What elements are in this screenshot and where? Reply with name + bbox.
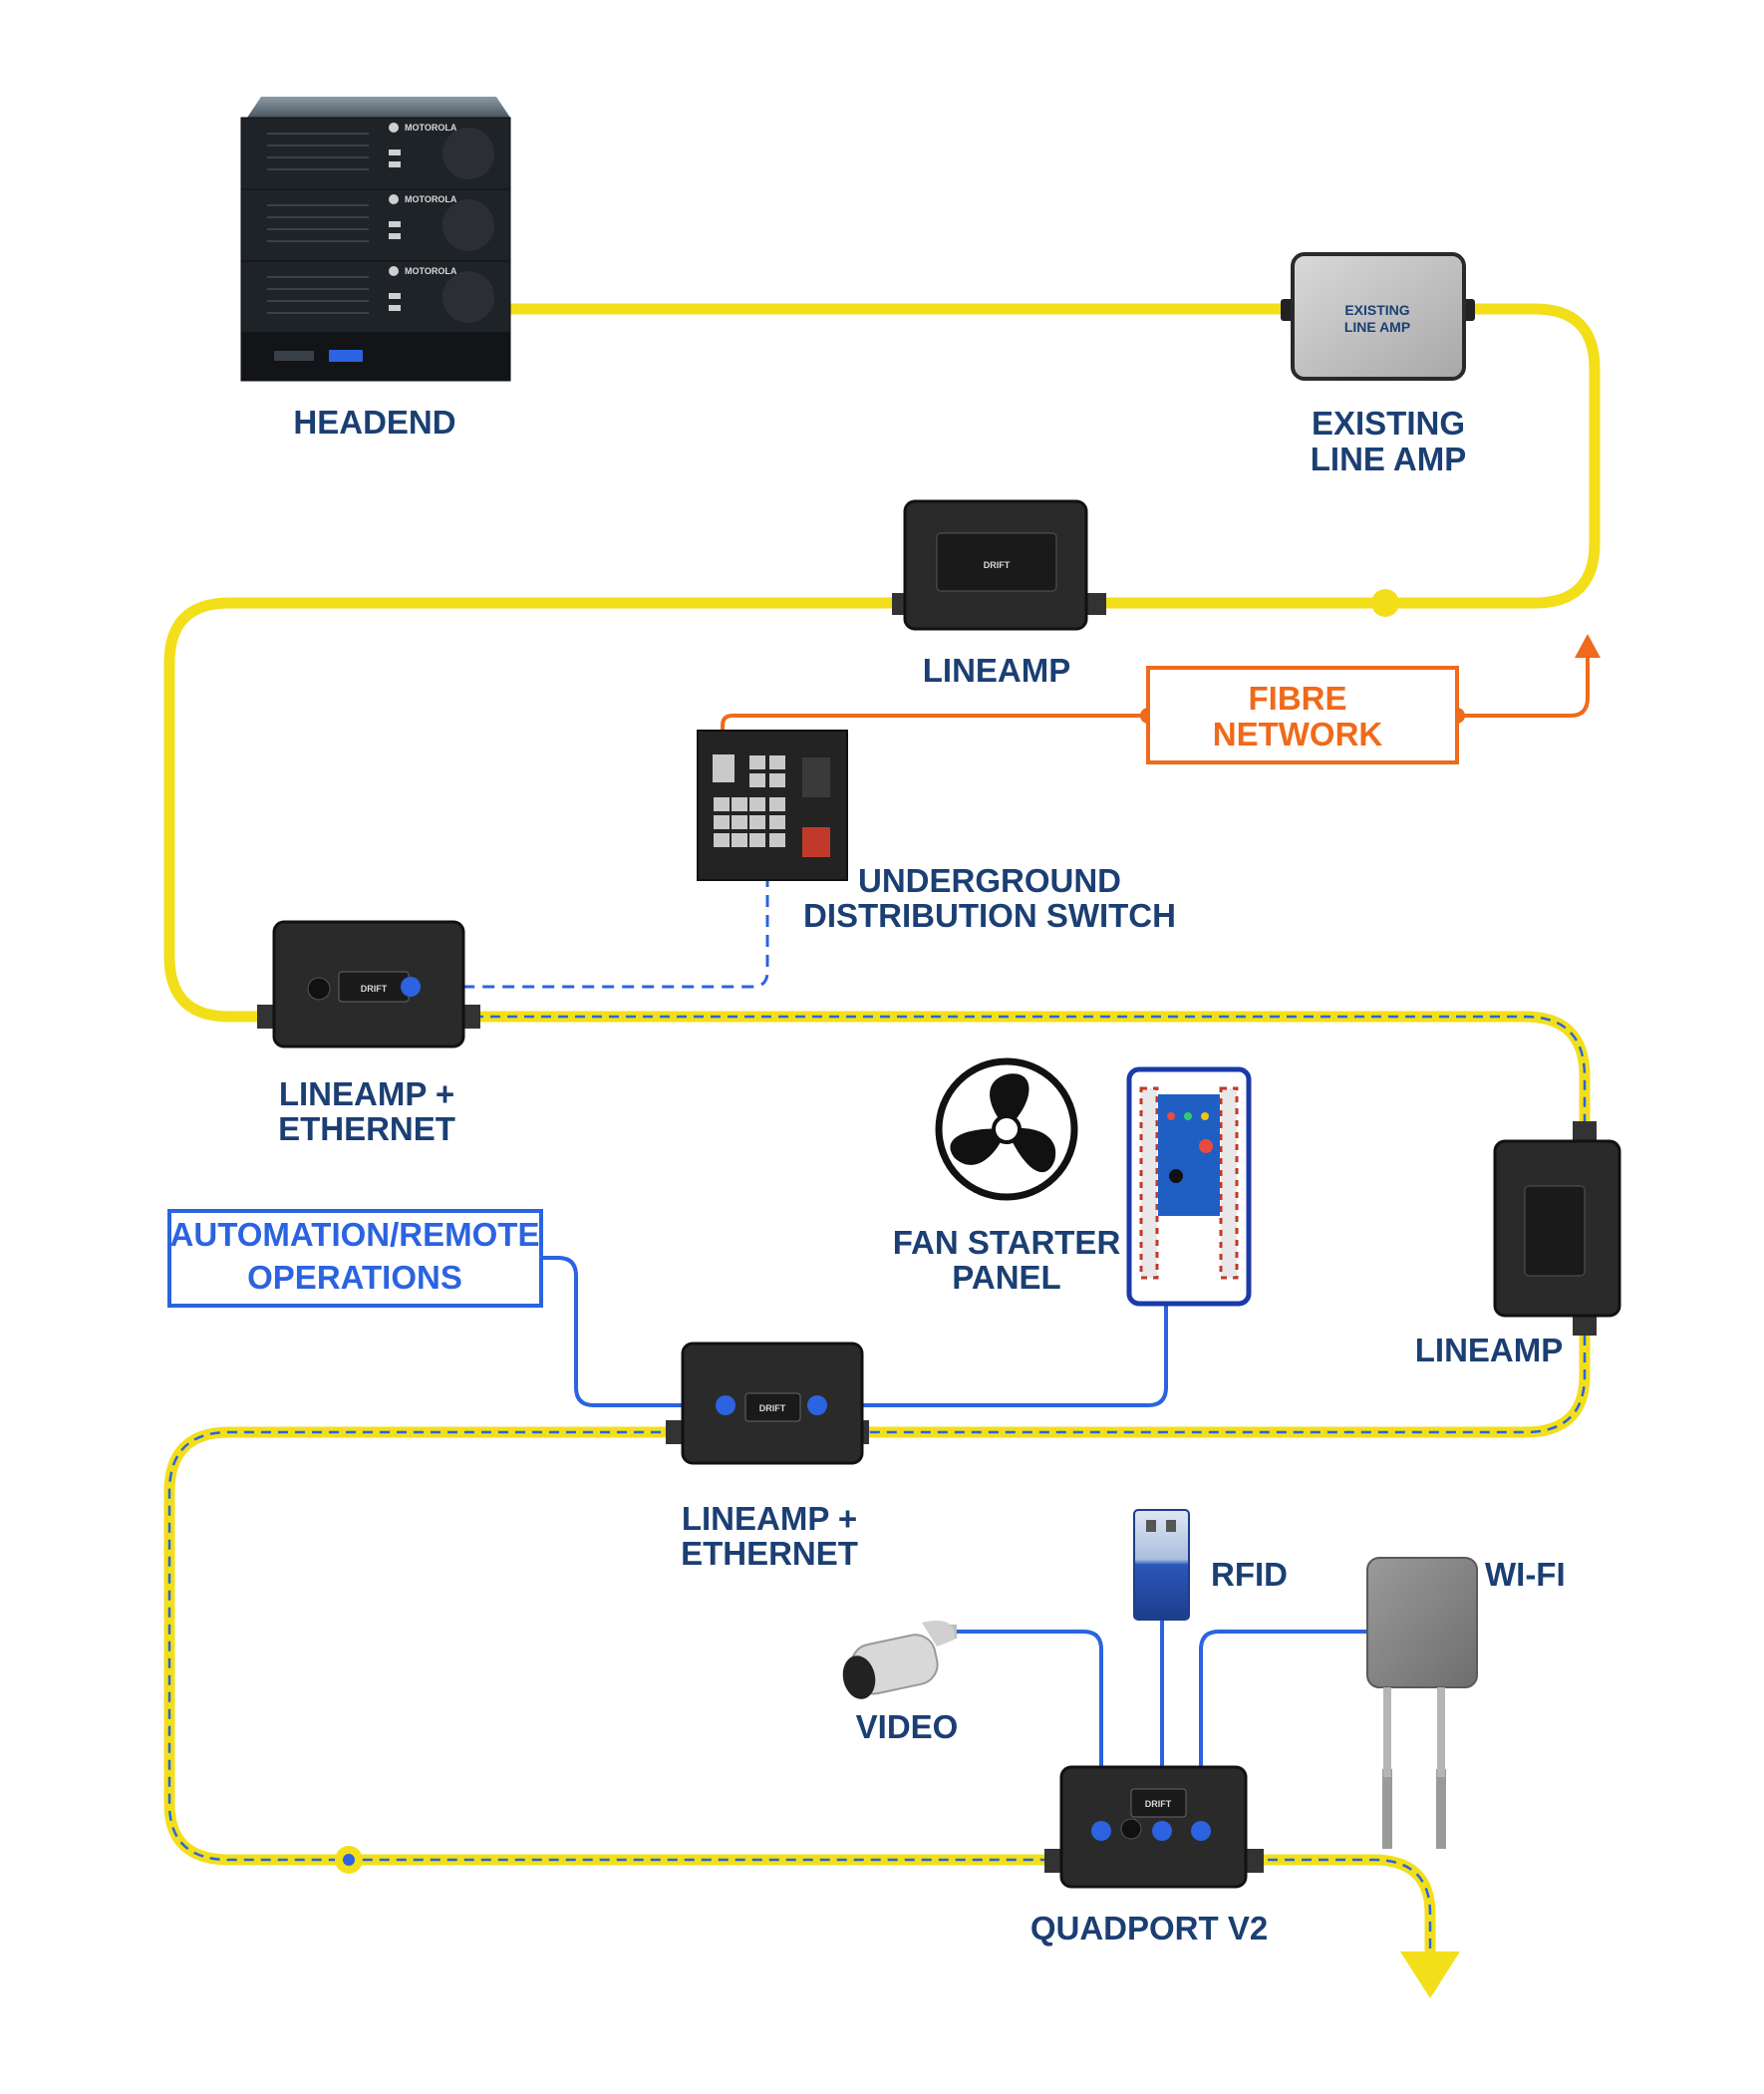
- label-lineamp-top: LINEAMP: [923, 652, 1071, 689]
- eth-dash-right: [857, 1336, 1587, 1434]
- label-fan-1: FAN STARTER: [893, 1224, 1121, 1261]
- video-camera-device[interactable]: [839, 1621, 957, 1702]
- existing-box-line2: LINE AMP: [1344, 319, 1410, 335]
- existing-line-amp-box[interactable]: EXISTING LINE AMP: [1281, 252, 1475, 381]
- quadport-port-rfid[interactable]: [1152, 1821, 1172, 1841]
- label-automation-2: OPERATIONS: [247, 1259, 462, 1296]
- eth-junction-dot-bottom: [343, 1854, 355, 1866]
- rack-brand-2: MOTOROLA: [405, 194, 457, 204]
- label-switch-2: DISTRIBUTION SWITCH: [803, 897, 1176, 934]
- underground-switch-device[interactable]: [697, 730, 848, 881]
- fan-icon: [935, 1057, 1078, 1201]
- label-fibre-2: NETWORK: [1213, 716, 1383, 752]
- wifi-access-point-device[interactable]: [1366, 1557, 1478, 1849]
- label-existing-line-amp-1: EXISTING: [1312, 405, 1465, 442]
- label-lineamp-eth1-a: LINEAMP +: [279, 1075, 454, 1112]
- existing-box-line1: EXISTING: [1344, 302, 1409, 318]
- quadport-port-video[interactable]: [1091, 1821, 1111, 1841]
- quadport-port-wifi[interactable]: [1191, 1821, 1211, 1841]
- eth-dash-upper: [473, 1015, 1587, 1156]
- label-headend: HEADEND: [293, 404, 455, 441]
- eth-wifi-link: [1199, 1630, 1367, 1831]
- rack-brand-1: MOTOROLA: [405, 123, 457, 133]
- coax-existing-amp-loop: [1100, 303, 1601, 609]
- label-lineamp-eth2-b: ETHERNET: [681, 1535, 858, 1572]
- lineamp-top-device[interactable]: DRIFT: [892, 499, 1106, 631]
- eth-dash-lower: [167, 1430, 1061, 1862]
- eth-fan-panel-link: [815, 1221, 1168, 1407]
- coax-lineamp-top-to-left: [163, 597, 898, 1023]
- lineamp-ethernet-1-device[interactable]: DRIFT: [257, 920, 480, 1048]
- eth-automation-link: [541, 1256, 725, 1407]
- rfid-reader-device[interactable]: [1133, 1509, 1190, 1621]
- lineamp-ethernet-2-device[interactable]: DRIFT: [666, 1342, 869, 1465]
- label-fibre-1: FIBRE: [1249, 680, 1347, 717]
- lineamp-eth1-brand: DRIFT: [361, 984, 388, 994]
- label-switch-1: UNDERGROUND: [858, 862, 1121, 899]
- fan-starter-panel-device[interactable]: [1126, 1066, 1252, 1307]
- labels: HEADEND EXISTING LINE AMP LINEAMP FIBRE …: [170, 404, 1566, 1946]
- quadport-brand: DRIFT: [1145, 1799, 1172, 1809]
- rack-brand-3: MOTOROLA: [405, 266, 457, 276]
- eth-video-link: [955, 1630, 1103, 1831]
- label-automation-1: AUTOMATION/REMOTE: [170, 1216, 540, 1253]
- eth-dash-out: [1251, 1858, 1432, 1958]
- label-lineamp-eth2-a: LINEAMP +: [682, 1500, 857, 1537]
- lineamp-top-brand: DRIFT: [984, 560, 1011, 570]
- fibre-network-box[interactable]: [1146, 666, 1459, 764]
- ethernet-over-coax: [167, 1015, 1587, 1958]
- label-existing-line-amp-2: LINE AMP: [1311, 441, 1466, 477]
- coax-junction-dot-top: [1371, 589, 1399, 617]
- label-lineamp-right: LINEAMP: [1415, 1332, 1564, 1368]
- eth-switch-to-lineamp-eth1: [411, 855, 769, 989]
- label-wifi: WI-FI: [1485, 1556, 1566, 1593]
- label-rfid: RFID: [1211, 1556, 1288, 1593]
- lineamp-eth2-brand: DRIFT: [759, 1403, 786, 1413]
- headend-rack[interactable]: MOTOROLA MOTOROLA MOTOROLA: [240, 97, 511, 382]
- automation-remote-box[interactable]: [167, 1209, 543, 1308]
- coax-quadport-out: [1245, 1854, 1436, 1964]
- fibre-uplink-arrow: [1575, 634, 1601, 658]
- label-quadport: QUADPORT V2: [1030, 1910, 1268, 1946]
- lineamp-eth2-port-left[interactable]: [716, 1395, 735, 1415]
- label-lineamp-eth1-b: ETHERNET: [278, 1110, 455, 1147]
- label-fan-2: PANEL: [952, 1259, 1060, 1296]
- ethernet-links: [541, 1221, 1367, 1831]
- quadport-v2-device[interactable]: DRIFT: [1044, 1765, 1264, 1889]
- lineamp-eth2-port-right[interactable]: [807, 1395, 827, 1415]
- lineamp-right-device[interactable]: [1493, 1121, 1621, 1336]
- fibre-links: [721, 653, 1590, 754]
- fibre-switch-to-network: [721, 714, 1148, 754]
- label-video: VIDEO: [856, 1708, 959, 1745]
- fibre-network-to-uplink: [1457, 653, 1590, 718]
- coax-output-arrow: [1400, 1951, 1460, 1998]
- lineamp-eth1-port[interactable]: [401, 977, 421, 997]
